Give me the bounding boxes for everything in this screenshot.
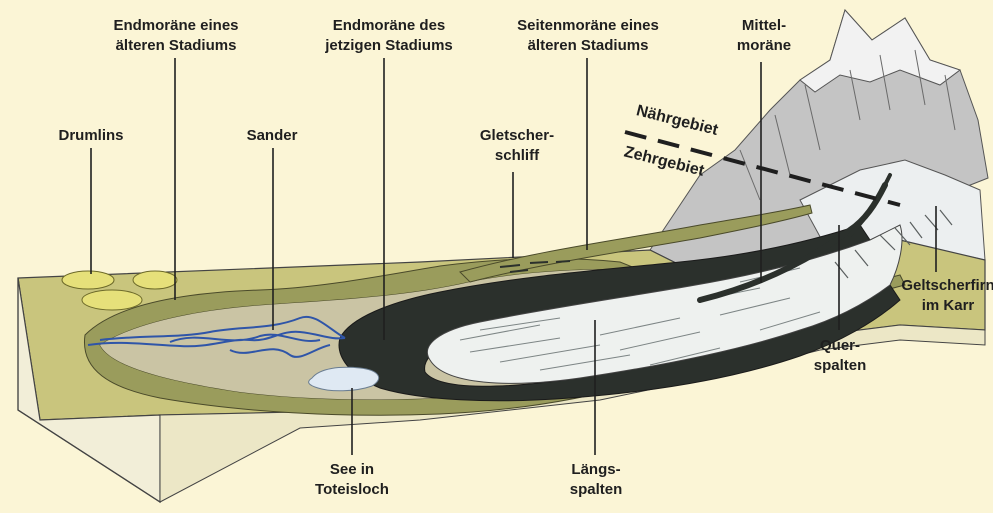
label-endmoraene-aelter-line2: älteren Stadiums (116, 37, 237, 54)
label-gletscherfirn-line2: im Karr (922, 297, 975, 314)
label-endmoraene-jetzt-line2: jetzigen Stadiums (324, 37, 453, 54)
label-seitenmoraene-line1: Seitenmoräne eines (517, 17, 659, 34)
label-endmoraene-aelter-line1: Endmoräne eines (113, 17, 238, 34)
label-see-line2: Toteisloch (315, 481, 389, 498)
label-endmoraene-jetzt-line1: Endmoräne des (333, 17, 446, 34)
label-see-line1: See in (330, 461, 374, 478)
label-laengsspalten-line1: Längs- (571, 461, 620, 478)
label-querspalten-line2: spalten (814, 357, 867, 374)
drumlin-1 (62, 271, 114, 289)
label-gletscherschliff-line1: Gletscher- (480, 127, 554, 144)
drumlin-3 (82, 290, 142, 310)
label-mittelmoraene-line1: Mittel- (742, 17, 786, 34)
label-sander: Sander (247, 127, 298, 144)
label-drumlins: Drumlins (58, 127, 123, 144)
label-seitenmoraene-line2: älteren Stadiums (528, 37, 649, 54)
drumlin-2 (133, 271, 177, 289)
label-gletscherschliff-line2: schliff (495, 147, 540, 164)
label-mittelmoraene-line2: moräne (737, 37, 791, 54)
label-gletscherfirn-line1: Geltscherfirn (901, 277, 993, 294)
label-naehrgebiet: Nährgebiet (634, 102, 720, 139)
label-laengsspalten-line2: spalten (570, 481, 623, 498)
label-querspalten-line1: Quer- (820, 337, 860, 354)
